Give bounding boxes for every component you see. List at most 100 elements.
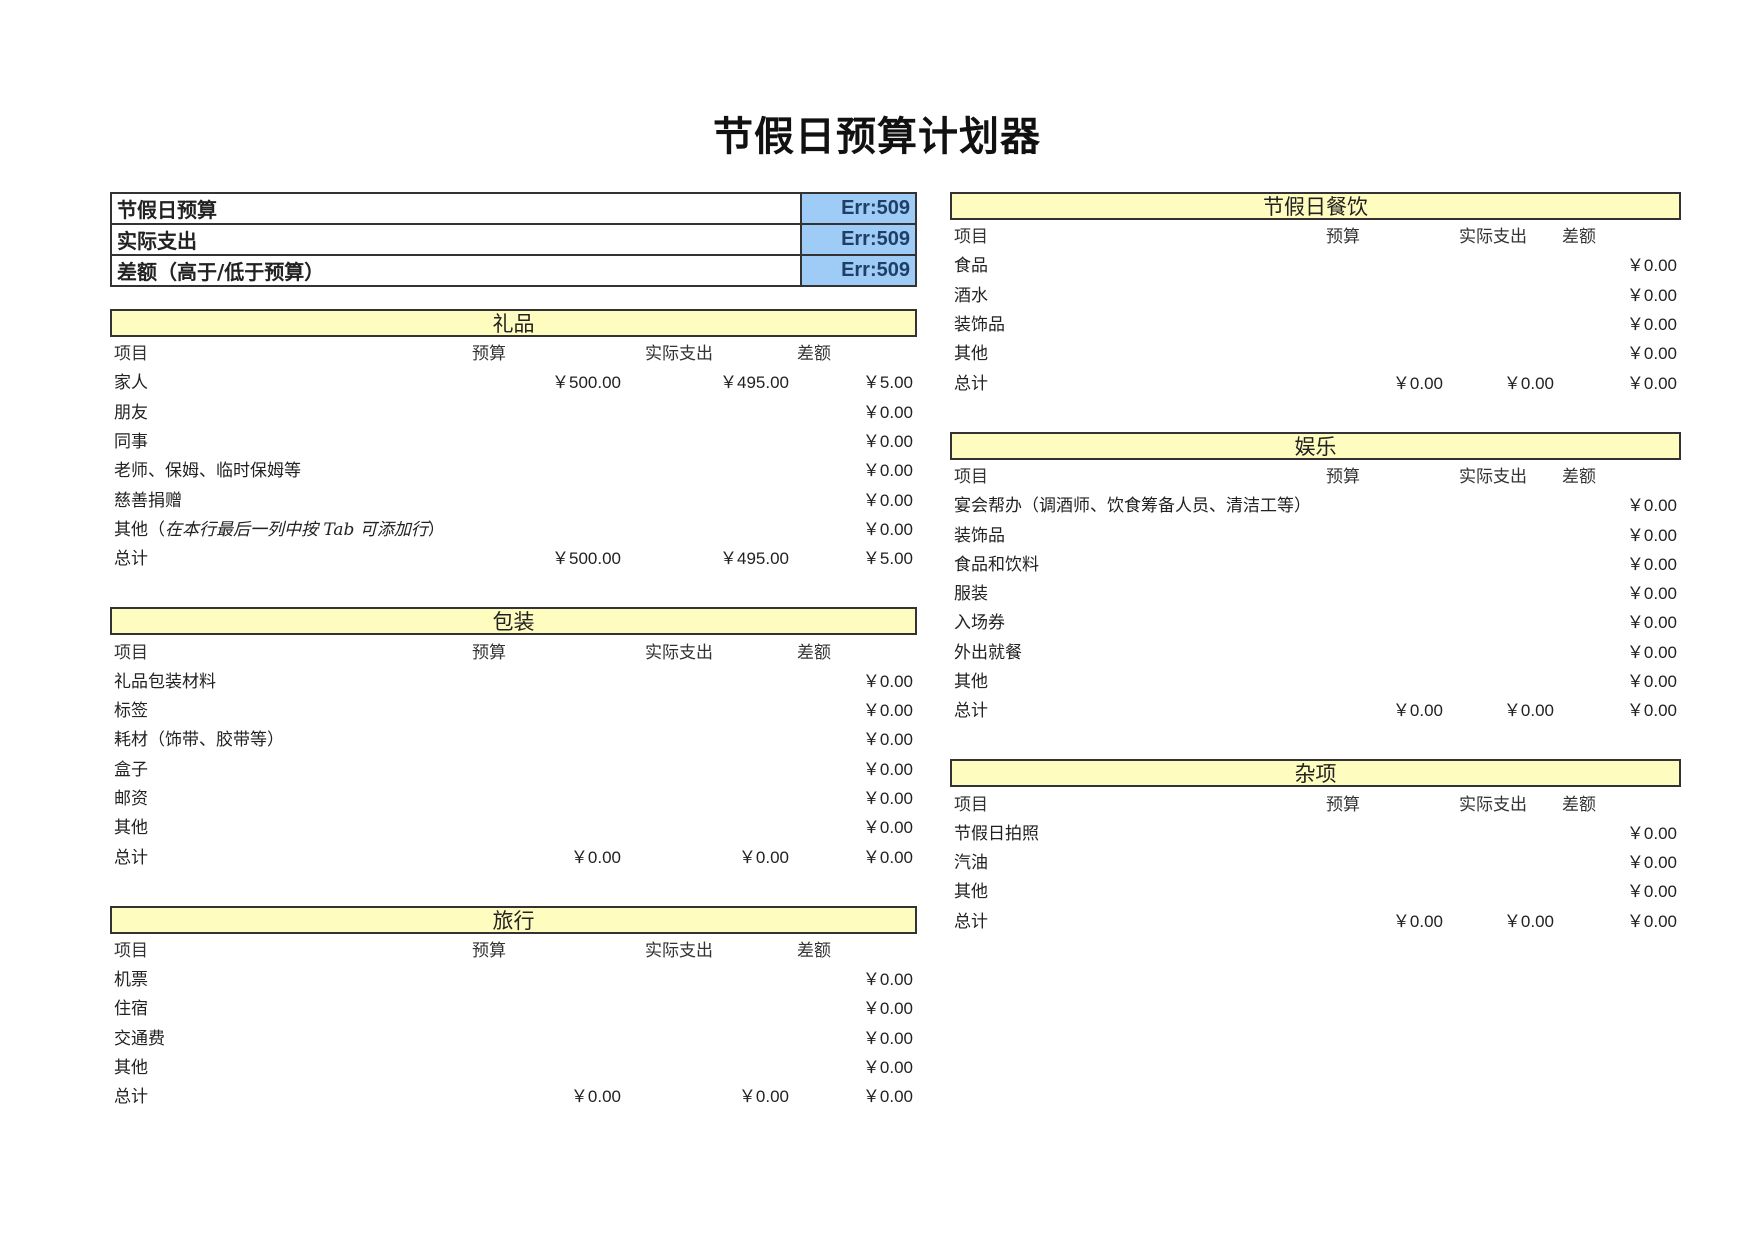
item-cell[interactable]: 其他（在本行最后一列中按 Tab 可添加行） [110,513,468,542]
budget-cell[interactable]: ￥500.00 [552,373,621,393]
budget-cell[interactable] [468,454,625,483]
table-row[interactable]: 宴会帮办（调酒师、饮食筹备人员、清洁工等） ￥0.00 [950,489,1681,518]
item-cell[interactable]: 汽油 [954,853,988,874]
actual-cell[interactable] [625,1022,793,1051]
table-row[interactable]: 朋友 ￥0.00 [110,396,917,425]
actual-cell[interactable] [625,963,793,992]
item-cell[interactable]: 其他 [114,818,148,839]
budget-cell[interactable] [1322,337,1447,366]
actual-cell[interactable] [625,811,793,840]
item-cell[interactable]: 老师、保姆、临时保姆等 [114,461,301,482]
table-row[interactable]: 耗材（饰带、胶带等） ￥0.00 [110,723,917,752]
budget-cell[interactable] [1322,518,1447,547]
item-cell[interactable]: 宴会帮办（调酒师、饮食筹备人员、清洁工等） [954,496,1311,517]
table-row[interactable]: 其他 ￥0.00 [110,1051,917,1080]
item-cell[interactable]: 家人 [114,373,148,394]
table-row[interactable]: 汽油 ￥0.00 [950,846,1681,875]
budget-cell[interactable] [468,483,625,512]
table-row[interactable]: 慈善捐赠 ￥0.00 [110,483,917,512]
actual-cell[interactable] [1447,817,1558,846]
actual-cell[interactable] [1447,518,1558,547]
budget-cell[interactable] [468,992,625,1021]
item-cell[interactable]: 其他 [954,882,988,903]
budget-cell[interactable] [1322,636,1447,665]
budget-cell[interactable] [1322,489,1447,518]
item-cell[interactable]: 食品 [954,256,988,277]
table-row[interactable]: 机票 ￥0.00 [110,963,917,992]
actual-cell[interactable] [625,425,793,454]
summary-value[interactable]: Err:509 [800,192,917,225]
actual-cell[interactable] [625,483,793,512]
item-cell[interactable]: 节假日拍照 [954,823,1039,844]
budget-cell[interactable] [1322,606,1447,635]
table-row[interactable]: 其他 ￥0.00 [950,337,1681,366]
budget-cell[interactable] [468,782,625,811]
actual-cell[interactable] [1447,846,1558,875]
actual-cell[interactable]: ￥495.00 [720,373,789,393]
table-row[interactable]: 住宿 ￥0.00 [110,992,917,1021]
table-row[interactable]: 邮资 ￥0.00 [110,782,917,811]
actual-cell[interactable] [1447,337,1558,366]
budget-cell[interactable] [1322,665,1447,694]
table-row[interactable]: 盒子 ￥0.00 [110,753,917,782]
budget-cell[interactable] [468,753,625,782]
budget-cell[interactable] [1322,249,1447,278]
actual-cell[interactable] [1447,665,1558,694]
table-row[interactable]: 标签 ￥0.00 [110,694,917,723]
item-cell[interactable]: 机票 [114,970,148,991]
item-cell[interactable]: 外出就餐 [954,642,1022,663]
actual-cell[interactable] [1447,308,1558,337]
table-row[interactable]: 其他 ￥0.00 [950,875,1681,904]
item-cell[interactable]: 其他 [114,1058,148,1079]
item-cell[interactable]: 邮资 [114,789,148,809]
item-cell[interactable]: 酒水 [954,285,988,306]
actual-cell[interactable] [625,723,793,752]
item-cell[interactable]: 食品和饮料 [954,554,1039,575]
item-cell[interactable]: 同事 [114,432,148,453]
budget-cell[interactable] [468,723,625,752]
actual-cell[interactable] [1447,636,1558,665]
table-row[interactable]: 外出就餐 ￥0.00 [950,636,1681,665]
budget-cell[interactable] [468,811,625,840]
actual-cell[interactable] [1447,548,1558,577]
item-cell[interactable]: 住宿 [114,999,148,1020]
actual-cell[interactable] [625,396,793,425]
budget-cell[interactable] [1322,279,1447,308]
item-cell[interactable]: 朋友 [114,402,148,423]
actual-cell[interactable] [625,513,793,542]
table-row[interactable]: 入场券 ￥0.00 [950,606,1681,635]
budget-cell[interactable] [1322,817,1447,846]
item-cell[interactable]: 礼品包装材料 [114,671,216,692]
item-cell[interactable]: 盒子 [114,759,148,780]
table-row[interactable]: 交通费 ￥0.00 [110,1022,917,1051]
actual-cell[interactable] [1447,606,1558,635]
budget-cell[interactable] [1322,577,1447,606]
item-cell[interactable]: 装饰品 [954,315,1005,336]
actual-cell[interactable] [625,665,793,694]
item-cell[interactable]: 服装 [954,584,988,605]
table-row[interactable]: 服装 ￥0.00 [950,577,1681,606]
actual-cell[interactable] [625,1051,793,1080]
budget-cell[interactable] [468,396,625,425]
table-row[interactable]: 节假日拍照 ￥0.00 [950,817,1681,846]
budget-cell[interactable] [1322,548,1447,577]
actual-cell[interactable] [625,782,793,811]
actual-cell[interactable] [1447,577,1558,606]
table-row[interactable]: 同事 ￥0.00 [110,425,917,454]
table-row[interactable]: 其他 ￥0.00 [950,665,1681,694]
budget-cell[interactable] [468,665,625,694]
table-row[interactable]: 装饰品 ￥0.00 [950,518,1681,547]
item-cell[interactable]: 其他 [954,672,988,692]
budget-cell[interactable] [468,425,625,454]
actual-cell[interactable] [625,454,793,483]
item-cell[interactable]: 慈善捐赠 [114,490,182,511]
table-row[interactable]: 家人 ￥500.00 ￥495.00 ￥5.00 [110,366,917,395]
actual-cell[interactable] [625,753,793,782]
item-cell[interactable]: 交通费 [114,1028,165,1049]
table-row[interactable]: 酒水 ￥0.00 [950,279,1681,308]
budget-cell[interactable] [1322,846,1447,875]
budget-cell[interactable] [1322,308,1447,337]
table-row[interactable]: 老师、保姆、临时保姆等 ￥0.00 [110,454,917,483]
table-row[interactable]: 装饰品 ￥0.00 [950,308,1681,337]
actual-cell[interactable] [1447,249,1558,278]
